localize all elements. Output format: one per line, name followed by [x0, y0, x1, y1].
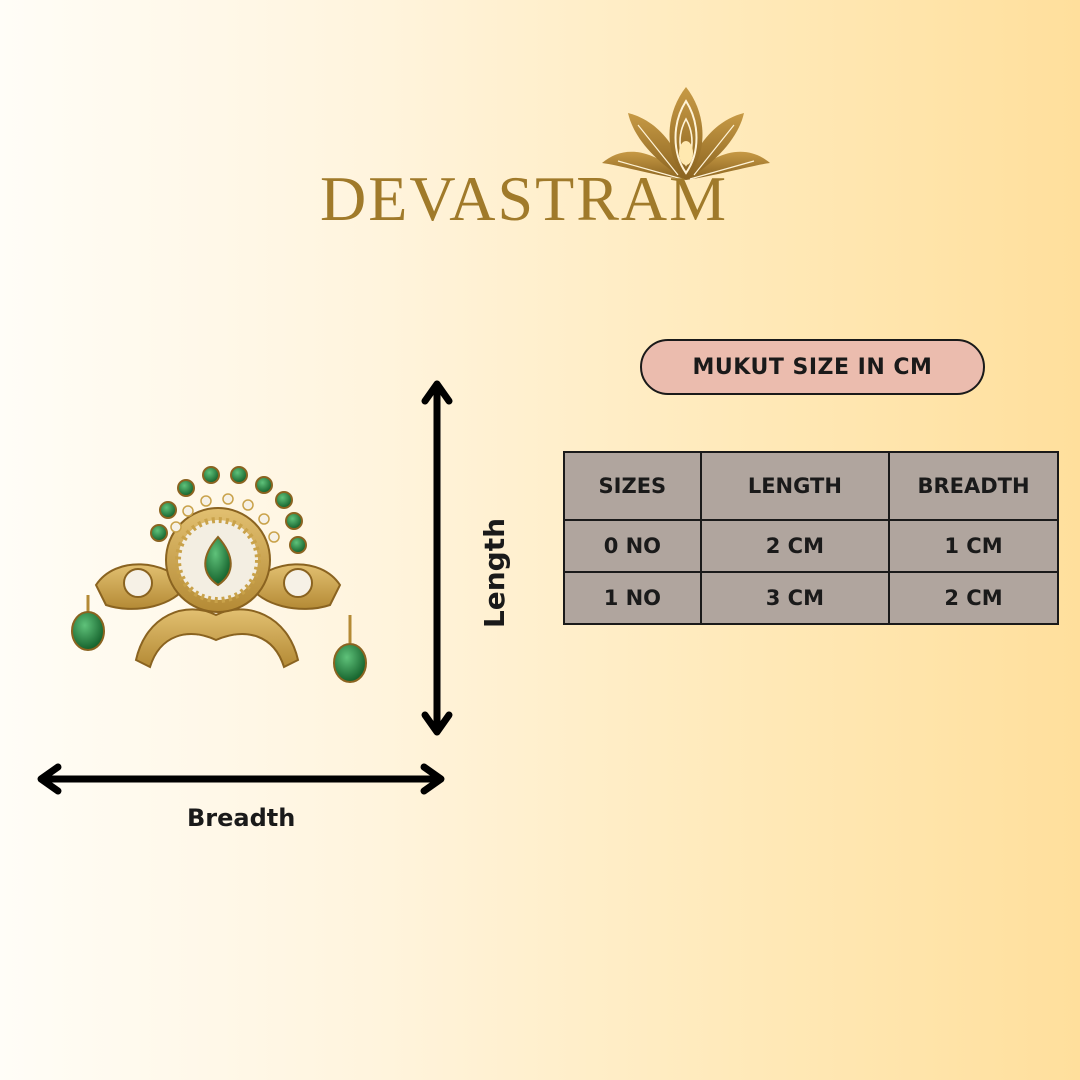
table-header-row: SIZES LENGTH BREADTH: [563, 451, 1059, 521]
table-cell-size: 1 NO: [563, 571, 702, 625]
brand-name: DEVASTRAM: [320, 163, 728, 234]
size-heading: MUKUT SIZE IN CM: [640, 339, 985, 395]
table-header-breadth: BREADTH: [888, 451, 1059, 521]
table-row: 1 NO 3 CM 2 CM: [563, 571, 1059, 625]
length-label: Length: [478, 517, 511, 629]
table-header-sizes: SIZES: [563, 451, 702, 521]
table-cell-breadth: 1 CM: [888, 519, 1059, 573]
table-cell-breadth: 2 CM: [888, 571, 1059, 625]
breadth-arrow-head-right: [420, 763, 445, 795]
length-arrow-head-bottom: [421, 711, 453, 736]
table-row: 0 NO 2 CM 1 CM: [563, 519, 1059, 573]
breadth-label: Breadth: [187, 804, 296, 832]
brand-logo: DEVASTRAM: [320, 85, 780, 245]
size-table: SIZES LENGTH BREADTH 0 NO 2 CM 1 CM 1 NO…: [563, 451, 1059, 625]
table-header-length: LENGTH: [699, 451, 891, 521]
lotus-icon: [602, 87, 770, 180]
length-arrow-head-top: [421, 380, 453, 405]
table-cell-length: 3 CM: [699, 571, 891, 625]
breadth-arrow-head-left: [37, 763, 62, 795]
table-cell-size: 0 NO: [563, 519, 702, 573]
mukut-product-image: [71, 466, 367, 683]
table-cell-length: 2 CM: [699, 519, 891, 573]
